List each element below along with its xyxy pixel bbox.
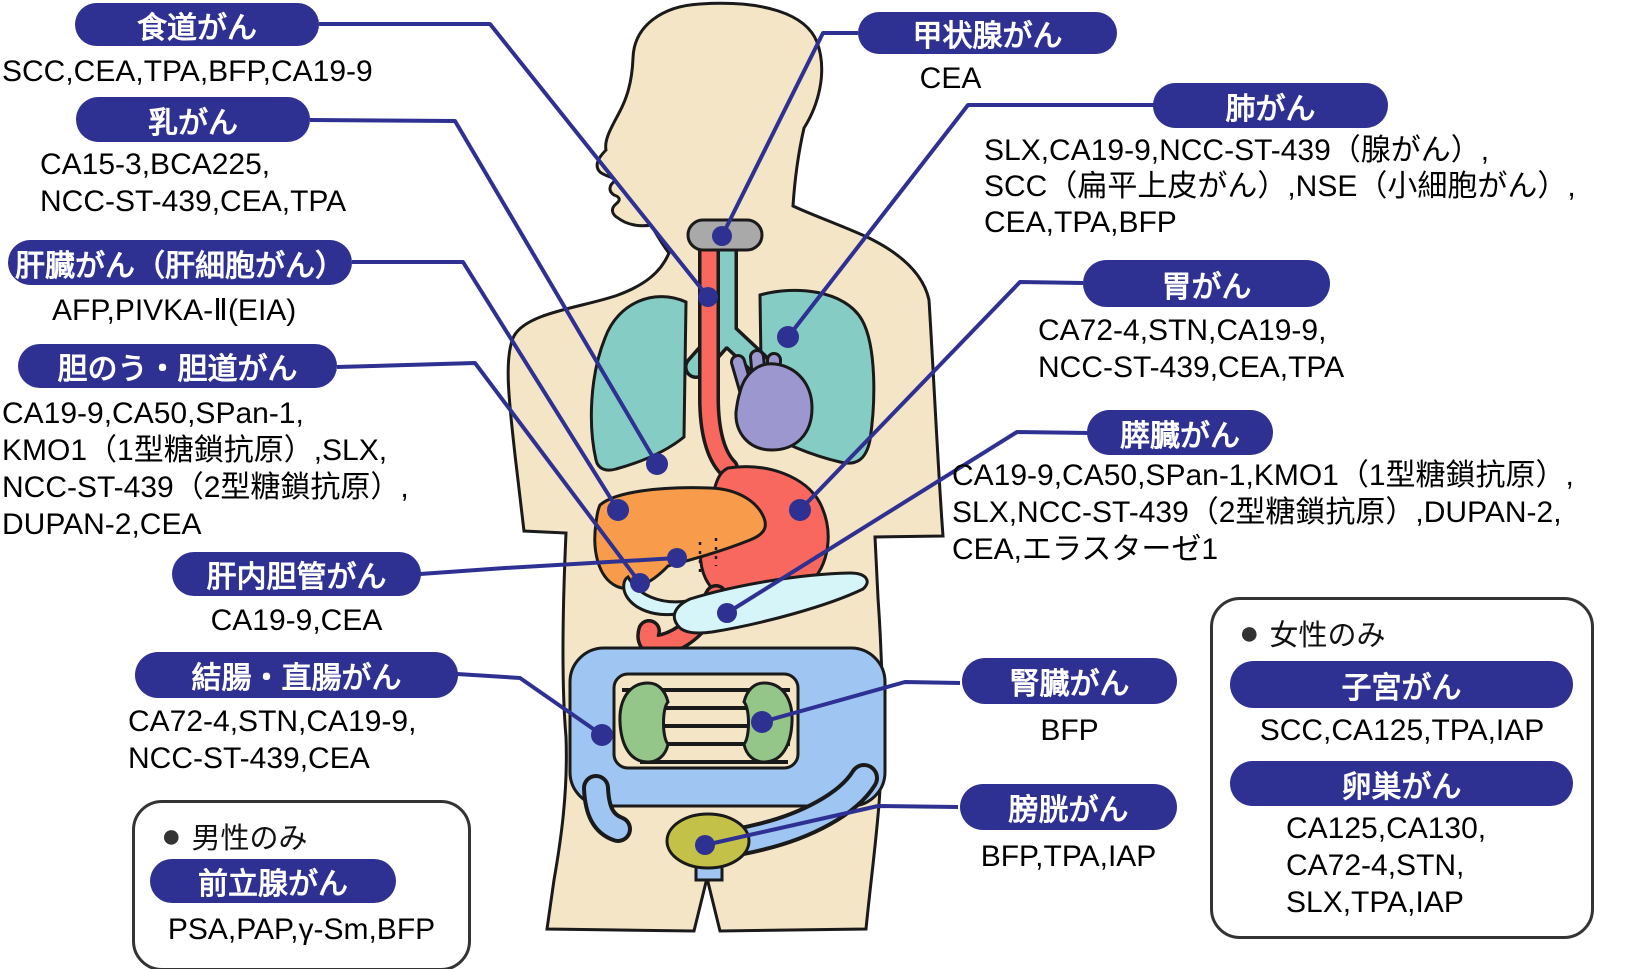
thyroid-organ-dot — [712, 226, 732, 246]
bile-duct-organ-dot — [667, 548, 687, 568]
gallbladder-line — [336, 361, 642, 585]
liver-shape — [593, 486, 767, 590]
colon-organ-dot — [591, 724, 613, 746]
kidney-line — [761, 680, 961, 724]
pancreas-organ-dot — [717, 603, 737, 623]
heart-shape — [730, 349, 814, 452]
colon-line — [456, 672, 604, 737]
left-kidney-shape — [618, 681, 670, 764]
liver-organ-dot — [607, 499, 629, 521]
breast-line — [309, 118, 659, 466]
organ-dots — [591, 226, 811, 855]
pancreas-line — [725, 430, 1091, 615]
stomach-organ-dot — [789, 499, 811, 521]
gallbladder-organ-dot — [630, 573, 650, 593]
bladder-line — [704, 804, 959, 847]
rectum-stub-shape — [582, 774, 632, 843]
left-lung-shape — [589, 295, 688, 472]
esophagus-shape — [698, 241, 739, 479]
lung-line — [786, 103, 1155, 339]
liver-line — [352, 260, 620, 512]
esophagus-organ-dot — [698, 287, 718, 307]
breast-organ-dot — [646, 453, 668, 475]
lung-organ-dot — [777, 326, 799, 348]
stomach-line — [798, 280, 1084, 512]
bile-duct-line — [419, 556, 678, 576]
kidney-organ-dot — [751, 711, 773, 733]
thyroid-line — [720, 31, 858, 237]
connector-lines — [309, 22, 1155, 847]
bladder-organ-dot — [695, 835, 715, 855]
esophagus-line — [319, 22, 710, 299]
